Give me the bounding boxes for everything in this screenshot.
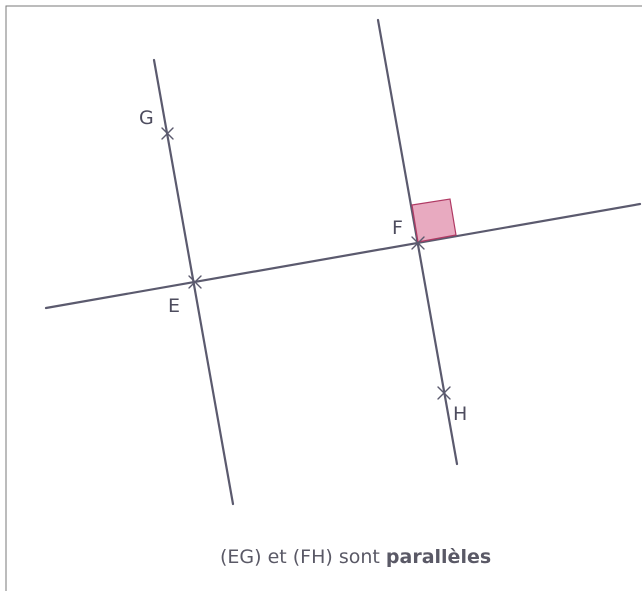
point-mark-h xyxy=(437,386,451,400)
caption-emphasis: parallèles xyxy=(386,546,491,568)
point-mark-g xyxy=(161,127,174,140)
line-eg xyxy=(152,58,235,506)
label-h: H xyxy=(453,403,467,425)
point-mark-e xyxy=(188,275,202,289)
caption: (EG) et (FH) sont parallèles xyxy=(220,546,491,568)
point-mark-f xyxy=(411,236,425,250)
label-e: E xyxy=(168,295,180,317)
label-g: G xyxy=(139,107,154,129)
figure-frame xyxy=(5,5,642,591)
right-angle-marker xyxy=(411,198,457,243)
caption-prefix: (EG) et (FH) sont xyxy=(220,546,386,568)
label-f: F xyxy=(392,217,403,239)
line-ef xyxy=(44,202,642,310)
